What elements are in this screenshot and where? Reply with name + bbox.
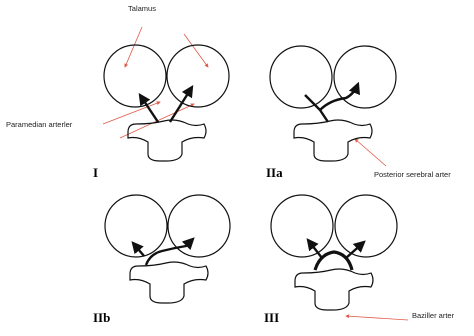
panel-I bbox=[104, 45, 229, 161]
posterior-cerebral-artery-shape bbox=[294, 120, 372, 161]
panel-label-IIb: IIb bbox=[93, 310, 110, 325]
thalamus-right bbox=[167, 45, 229, 107]
thalamus-arrow-right bbox=[184, 34, 208, 67]
panel-label-I: I bbox=[93, 165, 98, 180]
paramedian-arcade-branch-left bbox=[308, 240, 322, 258]
paramedian-branch-left bbox=[133, 243, 144, 256]
panel-III bbox=[271, 195, 397, 310]
thalamus-left bbox=[270, 46, 332, 108]
posterior-cerebral-label: Posterior serebral arter bbox=[374, 170, 451, 179]
paramedian-common-trunk bbox=[305, 84, 358, 122]
basilar-label: Baziller arter bbox=[412, 311, 455, 320]
posterior-cerebral-artery-shape bbox=[295, 269, 373, 310]
thalamus-label: Talamus bbox=[128, 4, 156, 13]
panel-IIb bbox=[105, 195, 230, 303]
paramedian-artery-right bbox=[170, 87, 192, 122]
thalamus-left bbox=[104, 45, 166, 107]
paramedian-label: Paramedian arterler bbox=[6, 120, 73, 129]
thalamus-left bbox=[271, 195, 333, 257]
posterior-cerebral-artery-shape bbox=[130, 262, 208, 303]
annotation-arrows bbox=[103, 27, 408, 320]
posterior-cerebral-artery-shape bbox=[128, 120, 206, 161]
thalamus-right bbox=[335, 195, 397, 257]
panel-label-IIa: IIa bbox=[266, 165, 283, 180]
posterior-cerebral-arrow bbox=[355, 139, 386, 166]
panel-IIa bbox=[270, 46, 396, 161]
basilar-arrow bbox=[346, 316, 408, 320]
thalamus-arrow-left bbox=[125, 27, 142, 67]
panel-label-III: III bbox=[264, 310, 279, 325]
